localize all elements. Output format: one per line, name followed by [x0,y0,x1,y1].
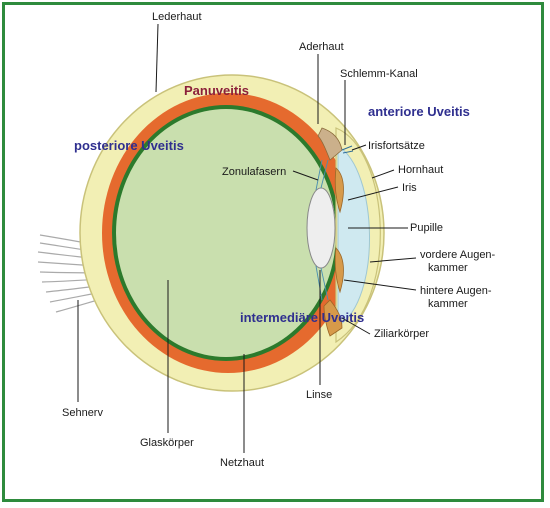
label-irisfortsaetze: Irisfortsätze [368,140,425,152]
label-glaskoerper: Glaskörper [140,437,194,449]
posterior-uveitis-label: posteriore Uveitis [74,138,184,153]
lens [307,188,335,268]
label-pupille: Pupille [410,222,443,234]
label-netzhaut: Netzhaut [220,457,264,469]
label-sehnerv: Sehnerv [62,407,103,419]
intermediate-uveitis-label: intermediäre Uveitis [240,310,364,325]
label-hornhaut: Hornhaut [398,164,443,176]
label-hintere-augenkammer-2: kammer [428,298,468,310]
anterior-uveitis-label: anteriore Uveitis [368,104,470,119]
label-ziliarkoerper: Ziliarkörper [374,328,429,340]
label-zonulafasern: Zonulafasern [222,166,286,178]
label-schlemm-kanal: Schlemm-Kanal [340,68,418,80]
label-aderhaut: Aderhaut [299,41,344,53]
label-linse: Linse [306,389,332,401]
label-iris: Iris [402,182,417,194]
panuveitis-label: Panuveitis [184,83,249,98]
label-vordere-augenkammer-2: kammer [428,262,468,274]
label-vordere-augenkammer-1: vordere Augen- [420,249,496,261]
label-hintere-augenkammer-1: hintere Augen- [420,285,492,297]
label-lederhaut: Lederhaut [152,11,202,23]
